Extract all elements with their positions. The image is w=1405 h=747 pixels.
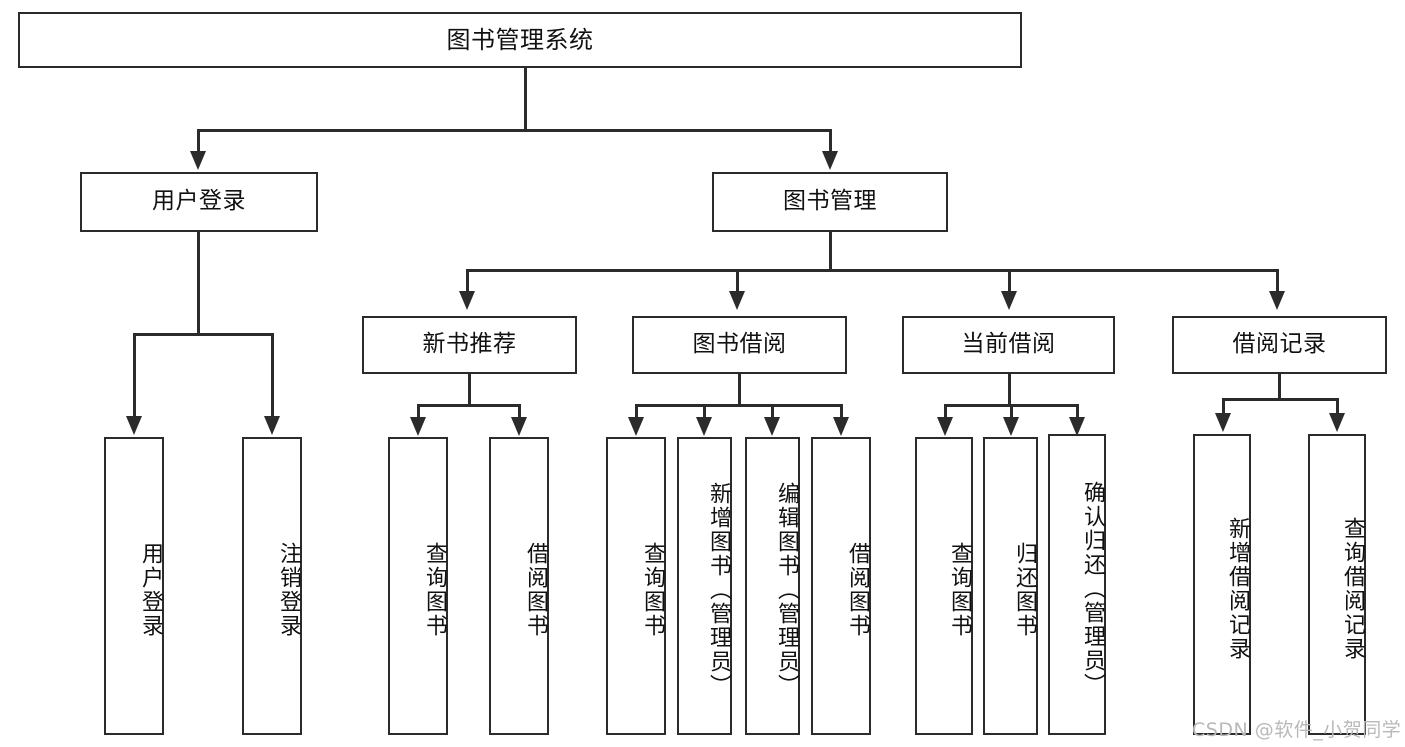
node-label: 当前借阅	[961, 331, 1056, 358]
leaf-label: 用户登录	[138, 542, 163, 638]
leaf-label: 编辑图书（管理员）	[774, 482, 799, 698]
csdn-watermark: CSDN @软件_小贺同学	[1192, 719, 1402, 741]
leaf-edit-book[interactable]: 编辑图书（管理员）	[745, 437, 800, 735]
node-borrow-record[interactable]: 借阅记录	[1172, 316, 1387, 374]
connector-bm-drop-3	[1008, 269, 1011, 293]
arrow-to-leaf-logout	[264, 416, 280, 435]
connector-nbr-drop-1	[417, 404, 420, 420]
leaf-return-book[interactable]: 归还图书	[983, 437, 1038, 735]
connector-bb-bus	[635, 404, 843, 407]
arrow-to-leaf-user-login	[126, 416, 142, 435]
arrow-to-book-borrow	[729, 291, 745, 310]
connector-user-login-bus	[133, 333, 273, 336]
leaf-label: 查询借阅记录	[1340, 516, 1365, 661]
leaf-label: 借阅图书	[845, 542, 870, 638]
connector-cb-drop-3	[1076, 404, 1079, 420]
node-label: 借阅记录	[1232, 331, 1327, 358]
arrow-to-leaf-query-book-3	[937, 417, 953, 436]
leaf-label: 查询图书	[947, 542, 972, 638]
leaf-label: 确认归还（管理员）	[1080, 480, 1105, 697]
connector-bb-drop-1	[635, 404, 638, 420]
arrow-to-leaf-add-record	[1215, 413, 1231, 432]
node-root-book-management-system[interactable]: 图书管理系统	[18, 12, 1022, 68]
leaf-confirm-return[interactable]: 确认归还（管理员）	[1048, 434, 1106, 735]
connector-root-stem	[524, 68, 527, 130]
connector-bm-drop-2	[736, 269, 739, 293]
node-book-borrow[interactable]: 图书借阅	[632, 316, 847, 374]
connector-bm-drop-1	[466, 269, 469, 293]
arrow-to-current-borrow	[1001, 291, 1017, 310]
connector-root-bus	[197, 129, 831, 132]
leaf-label: 查询图书	[640, 542, 665, 638]
arrow-to-leaf-confirm-return	[1069, 417, 1085, 436]
connector-root-to-user-login	[197, 129, 200, 153]
leaf-borrow-book-1[interactable]: 借阅图书	[489, 437, 549, 735]
leaf-user-login[interactable]: 用户登录	[104, 437, 164, 735]
connector-nbr-stem	[468, 374, 471, 406]
connector-user-login-left-drop	[133, 333, 136, 419]
connector-bb-drop-4	[840, 404, 843, 420]
leaf-add-record[interactable]: 新增借阅记录	[1193, 434, 1251, 735]
leaf-label: 新增图书（管理员）	[706, 482, 731, 698]
connector-cb-drop-2	[1010, 404, 1013, 420]
arrow-root-to-user-login	[190, 151, 206, 170]
leaf-query-book-2[interactable]: 查询图书	[606, 437, 666, 735]
node-label: 用户登录	[152, 188, 246, 215]
node-label: 图书借阅	[692, 331, 787, 358]
arrow-to-leaf-borrow-book-2	[833, 417, 849, 436]
leaf-label: 借阅图书	[523, 542, 548, 638]
arrow-to-leaf-query-book-2	[628, 417, 644, 436]
connector-br-drop-2	[1336, 398, 1339, 416]
connector-root-to-book-management	[829, 129, 832, 153]
leaf-label: 新增借阅记录	[1225, 516, 1250, 661]
arrow-to-new-book-recommend	[459, 291, 475, 310]
leaf-label: 归还图书	[1012, 542, 1037, 638]
arrow-to-leaf-edit-book	[764, 417, 780, 436]
leaf-query-book-1[interactable]: 查询图书	[388, 437, 448, 735]
arrow-to-leaf-add-book	[696, 417, 712, 436]
connector-nbr-bus	[417, 404, 521, 407]
node-label: 新书推荐	[422, 331, 517, 358]
connector-bb-drop-2	[703, 404, 706, 420]
leaf-query-record[interactable]: 查询借阅记录	[1308, 434, 1366, 735]
leaf-add-book[interactable]: 新增图书（管理员）	[677, 437, 732, 735]
node-label: 图书管理	[783, 188, 877, 215]
connector-bb-drop-3	[771, 404, 774, 420]
node-current-borrow[interactable]: 当前借阅	[902, 316, 1115, 374]
connector-book-management-bus	[466, 269, 1278, 272]
connector-user-login-right-drop	[271, 333, 274, 419]
node-book-management[interactable]: 图书管理	[712, 172, 948, 232]
leaf-logout[interactable]: 注销登录	[242, 437, 302, 735]
connector-br-stem	[1278, 374, 1281, 400]
arrow-root-to-book-management	[822, 151, 838, 170]
leaf-query-book-3[interactable]: 查询图书	[915, 437, 973, 735]
connector-br-drop-1	[1222, 398, 1225, 416]
node-label: 图书管理系统	[446, 25, 594, 54]
node-new-book-recommend[interactable]: 新书推荐	[362, 316, 577, 374]
arrow-to-borrow-record	[1269, 291, 1285, 310]
connector-bb-stem	[738, 374, 741, 406]
arrow-to-leaf-borrow-book-1	[511, 417, 527, 436]
arrow-to-leaf-return-book	[1003, 417, 1019, 436]
connector-cb-stem	[1008, 374, 1011, 406]
arrow-to-leaf-query-book-1	[410, 417, 426, 436]
connector-nbr-drop-2	[518, 404, 521, 420]
leaf-label: 查询图书	[422, 542, 447, 638]
connector-cb-drop-1	[944, 404, 947, 420]
arrow-to-leaf-query-record	[1329, 413, 1345, 432]
connector-br-bus	[1222, 398, 1338, 401]
leaf-label: 注销登录	[276, 542, 301, 638]
node-user-login[interactable]: 用户登录	[80, 172, 318, 232]
leaf-borrow-book-2[interactable]: 借阅图书	[811, 437, 871, 735]
connector-book-management-stem	[829, 232, 832, 272]
connector-user-login-stem	[197, 232, 200, 335]
connector-bm-drop-4	[1276, 269, 1279, 293]
